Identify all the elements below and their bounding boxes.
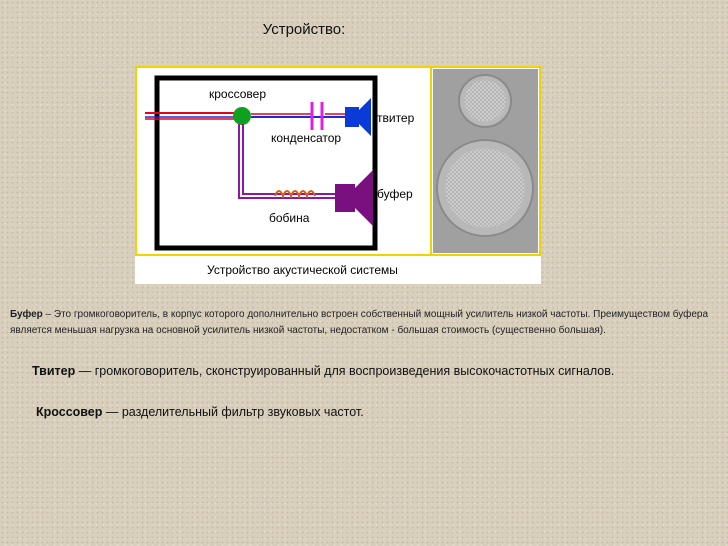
crossover-definition: Кроссовер — разделительный фильтр звуков… (36, 405, 364, 419)
tweeter-definition: Твитер — громкоговоритель, сконструирова… (32, 364, 614, 378)
tweeter-term: Твитер (32, 364, 76, 378)
woofer-wire-inner (242, 124, 335, 195)
woofer-wire-outer (238, 124, 335, 199)
buffer-description: Буфер – Это громкоговоритель, в корпус к… (10, 307, 720, 339)
speaker-system-diagram: кроссовер твитер конденсатор буфер бобин… (135, 66, 541, 284)
frame-border (135, 66, 541, 256)
page-title: Устройство: (262, 21, 346, 38)
label-crossover: кроссовер (209, 87, 266, 101)
tweeter-cone (359, 98, 371, 136)
enclosure (154, 75, 378, 251)
coil (274, 190, 316, 199)
buffer-term: Буфер (10, 309, 43, 320)
buffer-text: – Это громкоговоритель, в корпус которог… (10, 309, 709, 336)
crossover-text: — разделительный фильтр звуковых частот. (102, 405, 364, 419)
tweeter-text: — громкоговоритель, сконструированный дл… (75, 364, 615, 378)
woofer-cone (355, 170, 373, 226)
label-capacitor: конденсатор (271, 131, 341, 145)
label-tweeter: твитер (377, 111, 415, 125)
label-buffer: буфер (377, 187, 413, 201)
crossover-term: Кроссовер (36, 405, 103, 419)
woofer-magnet (335, 184, 355, 212)
tweeter-magnet (345, 107, 359, 127)
diagram-caption: Устройство акустической системы (207, 263, 398, 277)
label-coil: бобина (269, 211, 310, 225)
crossover-node (233, 107, 251, 125)
